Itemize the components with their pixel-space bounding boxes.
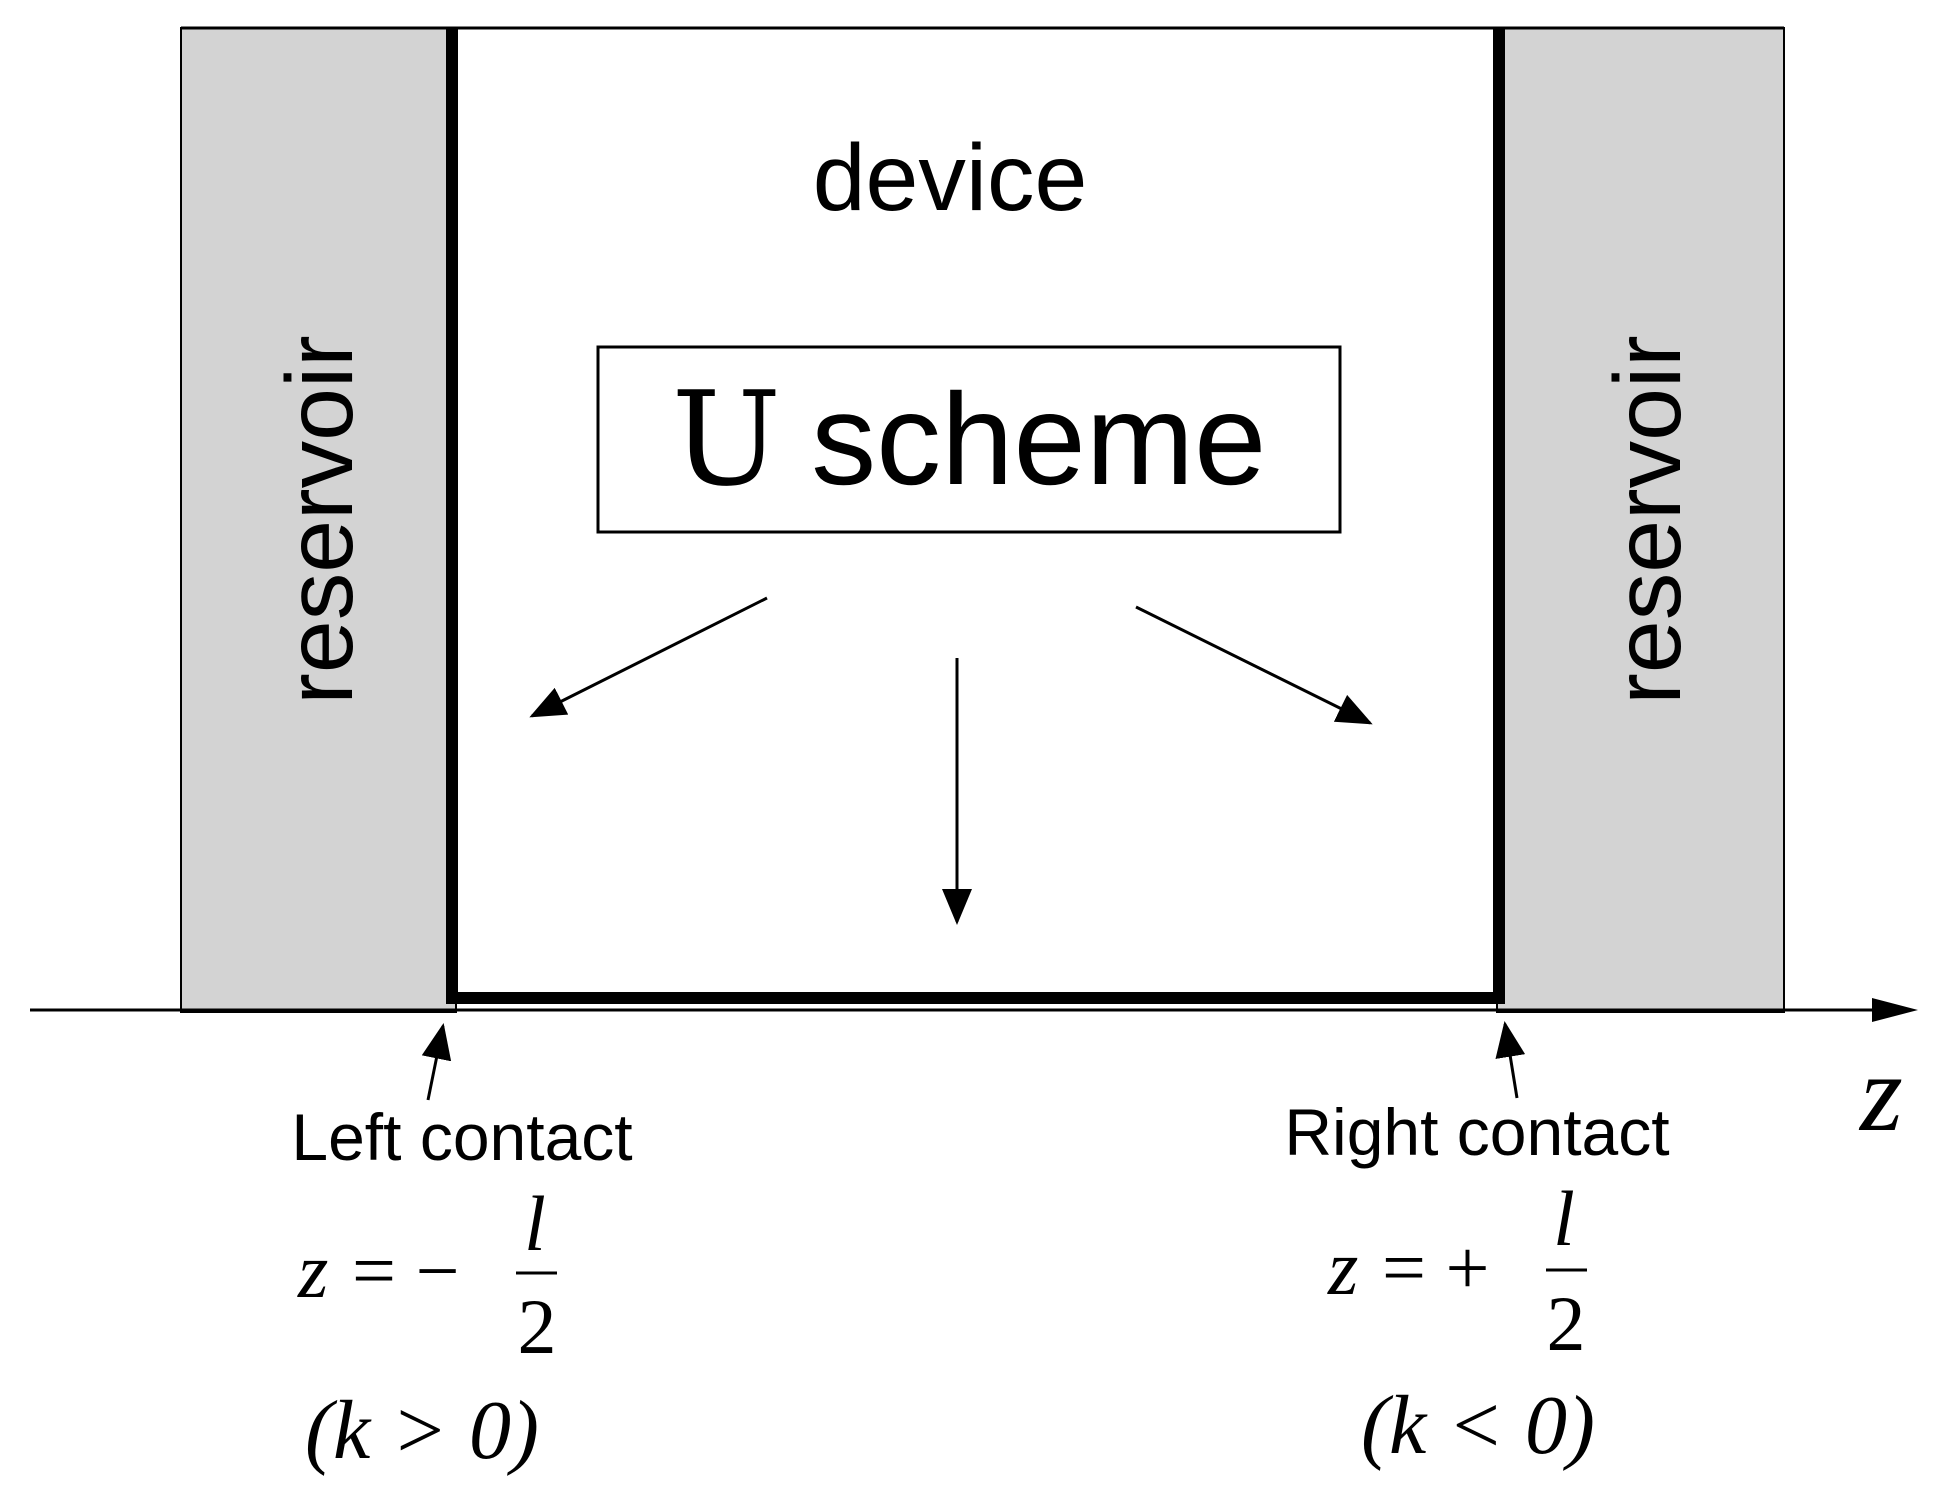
arrow-to-left-contact (529, 596, 768, 718)
right-formula-relation: = + (1382, 1224, 1489, 1311)
left-formula-condition: (k > 0) (305, 1384, 539, 1477)
left-reservoir-label: reservoir (267, 335, 373, 705)
right-reservoir-block (1496, 27, 1785, 1013)
left-formula-lhs: z (297, 1227, 328, 1314)
z-axis-arrowhead (1872, 998, 1918, 1022)
right-contact-label: Right contact (1284, 1095, 1669, 1169)
arrow-to-right-contact (1135, 605, 1373, 725)
right-formula: z = + l 2 (k < 0) (1327, 1175, 1595, 1472)
scheme-u-letter: U (672, 363, 782, 515)
right-formula-condition: (k < 0) (1361, 1379, 1595, 1472)
scheme-word: scheme (811, 366, 1266, 512)
left-contact-pointer (421, 1023, 452, 1101)
left-contact-label: Left contact (291, 1100, 632, 1174)
left-reservoir-block (180, 27, 457, 1013)
right-formula-lhs: z (1327, 1224, 1358, 1311)
left-formula-denominator: 2 (518, 1283, 557, 1370)
u-scheme-label: U scheme (672, 363, 1267, 515)
z-axis-label: z (1858, 1032, 1903, 1154)
right-contact-pointer (1495, 1021, 1526, 1099)
device-label: device (813, 125, 1088, 231)
right-formula-denominator: 2 (1547, 1280, 1586, 1367)
u-scheme-box (596, 345, 1342, 534)
right-reservoir-label: reservoir (1595, 335, 1701, 705)
left-formula: z = − l 2 (k > 0) (297, 1180, 557, 1477)
right-formula-numerator: l (1553, 1175, 1575, 1262)
left-formula-relation: = − (352, 1227, 459, 1314)
left-formula-numerator: l (524, 1180, 546, 1267)
